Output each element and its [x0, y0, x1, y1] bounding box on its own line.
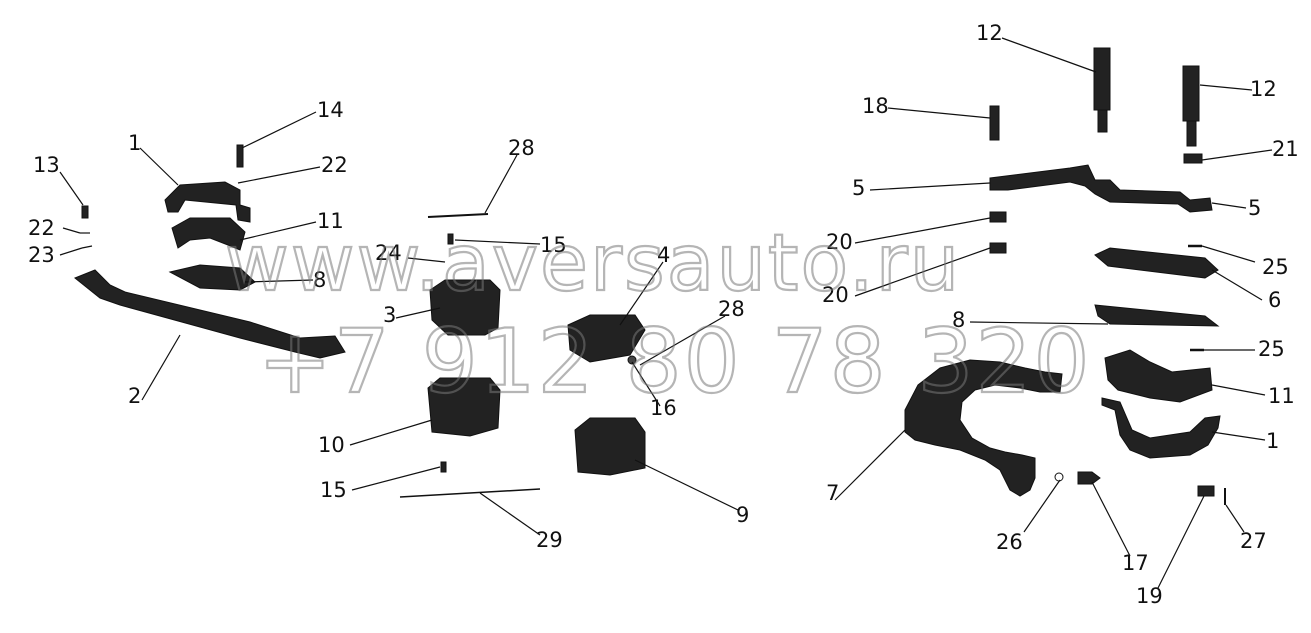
callout-28-top: 28: [508, 136, 535, 160]
part-11-pad-right: [1104, 349, 1213, 403]
callout-25-upper: 25: [1262, 255, 1289, 279]
part-19-nut: [1197, 485, 1215, 497]
callout-7: 7: [826, 481, 839, 505]
callout-29: 29: [536, 528, 563, 552]
part-4-block: [567, 314, 646, 363]
callout-24: 24: [375, 241, 402, 265]
part-26-ring: [1054, 472, 1064, 482]
part-5-lever: [989, 164, 1213, 213]
leader-lines: [59, 37, 1273, 589]
part-21-bushing: [1183, 153, 1203, 164]
callout-13: 13: [33, 153, 60, 177]
callout-28-mid: 28: [718, 297, 745, 321]
callout-5-right: 5: [1248, 196, 1261, 220]
callout-21: 21: [1272, 137, 1299, 161]
callout-14: 14: [317, 98, 344, 122]
part-10-block: [427, 377, 501, 437]
part-17-bolt: [1077, 471, 1101, 485]
callout-11-left: 11: [317, 209, 344, 233]
part-15-bolt-upper: [447, 233, 454, 245]
callout-16: 16: [650, 396, 677, 420]
part-23-washer: [81, 245, 93, 249]
callout-6: 6: [1268, 288, 1281, 312]
part-11-pad: [171, 217, 246, 251]
callout-22-left: 22: [28, 216, 55, 240]
part-1-bracket-right: [1101, 397, 1221, 459]
callout-17: 17: [1122, 551, 1149, 575]
part-13-bolt: [81, 205, 89, 219]
part-9-block: [574, 417, 646, 476]
part-8-plate-right: [1094, 304, 1220, 327]
callout-12-top: 12: [976, 21, 1003, 45]
part-2-frame-bar: [74, 269, 346, 359]
callout-1-left: 1: [128, 131, 141, 155]
watermark-phone: +7 912 80 78 320: [258, 310, 1092, 413]
part-12-pin-left-tip: [1097, 109, 1108, 133]
callout-23: 23: [28, 243, 55, 267]
callout-8-left: 8: [313, 268, 326, 292]
part-18-bolt: [989, 105, 1000, 141]
part-12-pin-right: [1182, 65, 1200, 122]
watermark-site: www.aversauto.ru: [225, 219, 961, 309]
part-20-bushing-lower: [989, 242, 1007, 254]
callout-numbers: 13 1 14 22 11 22 23 8 2 28 24 15 3 4 28 …: [28, 21, 1299, 608]
callout-26: 26: [996, 530, 1023, 554]
part-1-bracket: [164, 181, 251, 223]
callout-22-top: 22: [321, 153, 348, 177]
callout-4: 4: [657, 243, 670, 267]
part-7-curved-bracket: [904, 359, 1063, 497]
callout-10: 10: [318, 433, 345, 457]
part-12-pin-right-tip: [1186, 120, 1197, 147]
callout-2: 2: [128, 384, 141, 408]
part-15-bolt-lower: [440, 461, 447, 473]
callout-18: 18: [862, 94, 889, 118]
part-12-pin-left: [1093, 47, 1111, 111]
callout-8-right: 8: [952, 308, 965, 332]
callout-5-left: 5: [852, 176, 865, 200]
part-3-block: [429, 279, 501, 336]
callout-27: 27: [1240, 529, 1267, 553]
part-16-ring: [627, 355, 637, 365]
callout-19: 19: [1136, 584, 1163, 608]
callout-1-right: 1: [1266, 429, 1279, 453]
part-28-strip-top: [427, 213, 489, 218]
callout-20-upper: 20: [826, 230, 853, 254]
callout-9: 9: [736, 503, 749, 527]
callout-15-bottom: 15: [320, 478, 347, 502]
callout-3: 3: [383, 303, 396, 327]
callout-15-top: 15: [540, 233, 567, 257]
part-29-strip-bottom: [399, 488, 541, 498]
part-20-bushing-upper: [989, 211, 1007, 223]
callout-11-right: 11: [1268, 384, 1295, 408]
callout-25-lower: 25: [1258, 337, 1285, 361]
part-14-bolt: [236, 144, 244, 168]
callout-12-right: 12: [1250, 77, 1277, 101]
part-6-plate: [1094, 247, 1219, 279]
callout-20-lower: 20: [822, 283, 849, 307]
